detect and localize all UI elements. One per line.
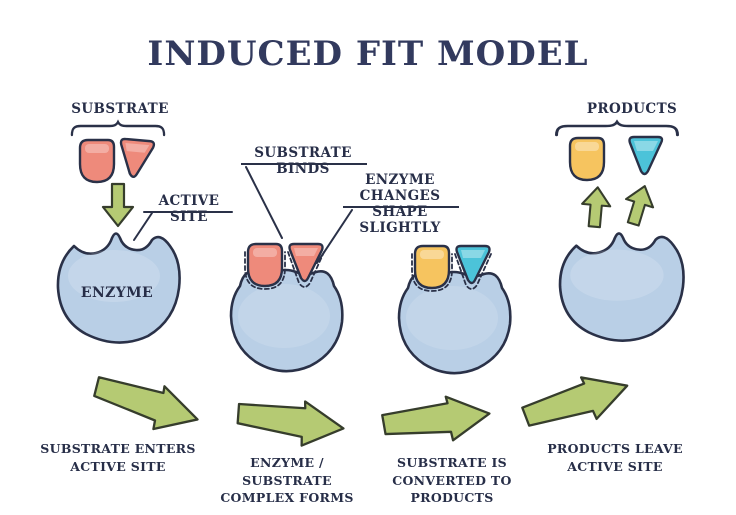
bound-product-u-shape [413, 244, 451, 290]
enzyme-shape-stage1 [56, 232, 181, 344]
arrow-down-icon [101, 182, 135, 228]
induced-fit-dashed-line [287, 251, 325, 288]
products-label: PRODUCTS [586, 101, 678, 117]
enzyme-label: ENZYME [80, 285, 154, 301]
caption-substrate-enters: SUBSTRATE ENTERS ACTIVE SITE [40, 441, 196, 474]
arrow-right-icon [521, 376, 629, 427]
arrow-right-icon [93, 376, 199, 431]
substrate-label: SUBSTRATE [71, 101, 169, 117]
bound-substrate-u-shape [246, 242, 284, 288]
induced-fit-dashed-line [454, 253, 492, 290]
caption-complex-forms: ENZYME / SUBSTRATE COMPLEX FORMS [220, 455, 354, 505]
enzyme-shape-stage3 [397, 270, 512, 375]
enzyme-shape-stage4 [558, 232, 685, 342]
substrate-shapes [78, 137, 156, 184]
induced-fit-dashed-line [411, 253, 453, 292]
substrate-binds-pointer-line [245, 166, 283, 239]
product-u-shape [568, 136, 606, 182]
substrate-brace [70, 119, 166, 137]
products-brace [555, 119, 679, 137]
induced-fit-dashed-line [244, 251, 286, 290]
substrate-u-shape [78, 138, 116, 184]
caption-converted-to-products: SUBSTRATE IS CONVERTED TO PRODUCTS [392, 455, 512, 505]
substrate-binds-underline [241, 163, 367, 165]
product-shapes [568, 135, 664, 182]
caption-products-leave: PRODUCTS LEAVE ACTIVE SITE [547, 441, 683, 474]
enzyme-shape-stage2 [229, 268, 344, 373]
substrate-v-shape [119, 137, 156, 179]
bound-product-shapes [411, 244, 492, 292]
arrow-right-icon [381, 395, 491, 442]
arrow-up-icon [581, 186, 612, 229]
bound-product-v-shape [455, 244, 491, 285]
active-site-pointer-line [133, 211, 233, 241]
arrow-right-icon [236, 400, 345, 447]
arrow-up-icon [625, 185, 655, 227]
page-title: INDUCED FIT MODEL [147, 34, 589, 74]
bound-substrate-shapes [244, 242, 325, 290]
product-v-shape [628, 135, 664, 176]
bound-substrate-v-shape [288, 242, 324, 283]
enzyme-changes-underline [343, 206, 459, 208]
